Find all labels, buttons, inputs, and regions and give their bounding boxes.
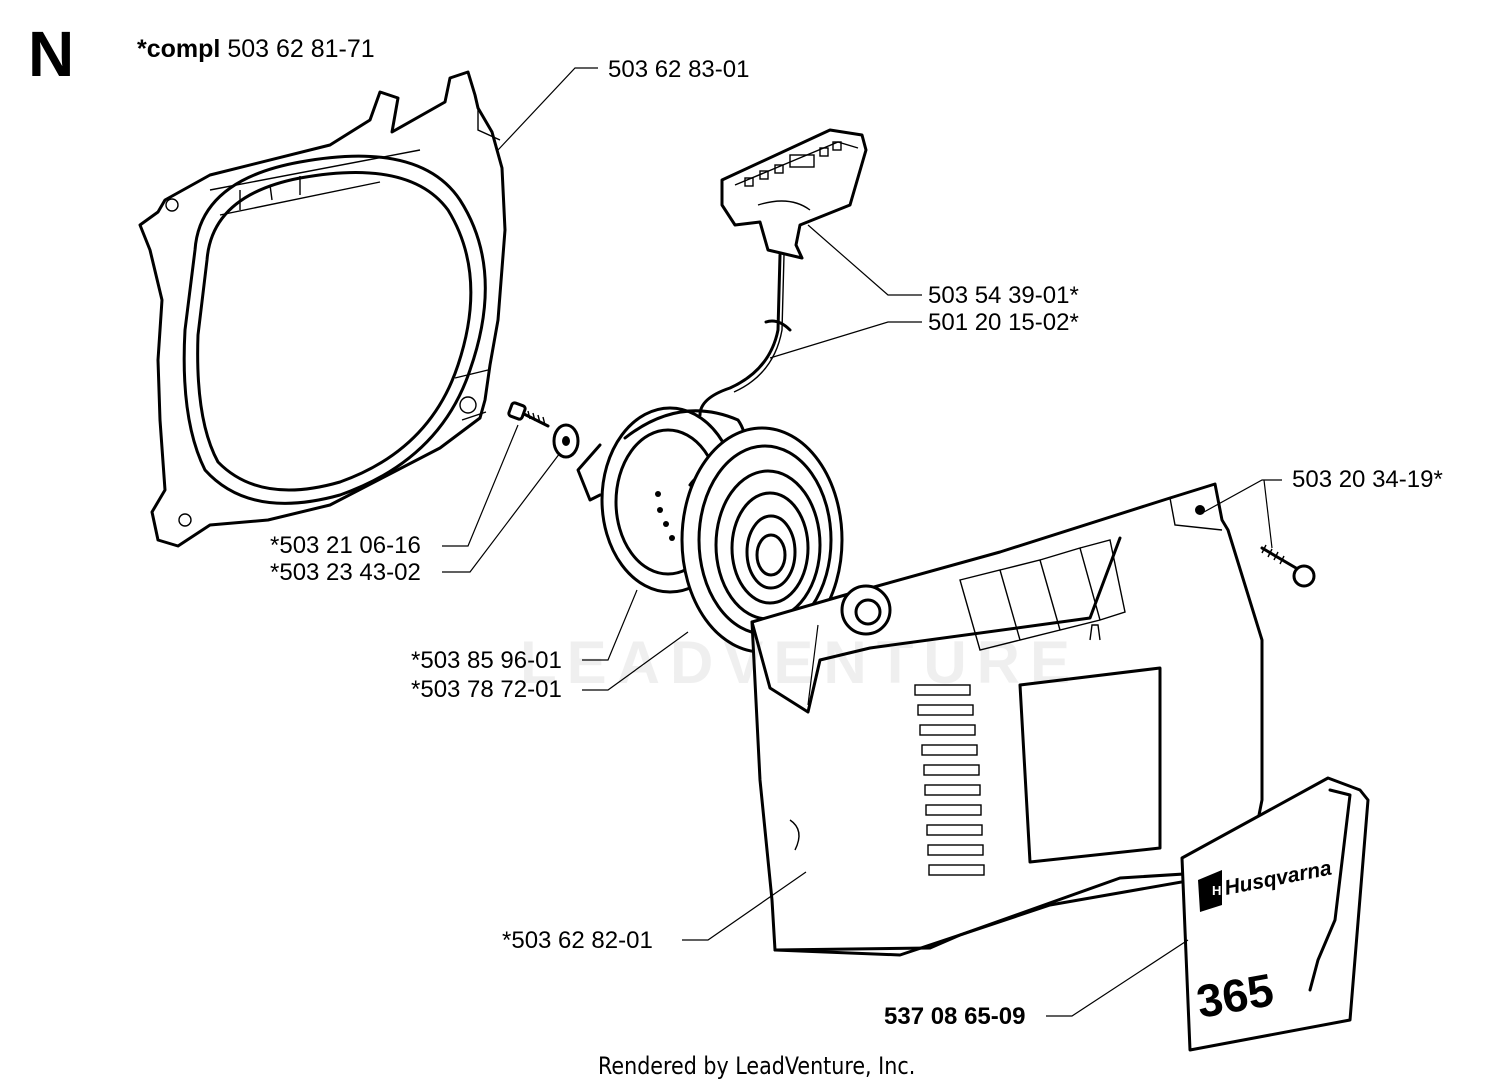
small-screw-part[interactable] <box>507 401 550 428</box>
label-fan-housing[interactable]: 503 62 83-01 <box>608 56 750 83</box>
section-letter: N <box>28 18 75 90</box>
leader-lines <box>442 67 1282 1017</box>
label-pulley[interactable]: *503 85 96-01 <box>411 647 562 674</box>
assembly-prefix: *compl <box>137 35 221 63</box>
washer-part[interactable] <box>552 423 580 459</box>
label-screw-small[interactable]: *503 21 06-16 <box>270 532 421 559</box>
assembly-number-value: 503 62 81-71 <box>227 35 375 63</box>
label-decal[interactable]: 537 08 65-09 <box>884 1003 1026 1030</box>
footer-credit: Rendered by LeadVenture, Inc. <box>598 1052 916 1080</box>
label-screw-bolt[interactable]: 503 20 34-19* <box>1292 466 1443 493</box>
decal-logo-h: H <box>1212 883 1221 898</box>
recoil-spring-part[interactable] <box>680 426 844 654</box>
label-washer[interactable]: *503 23 43-02 <box>270 559 421 586</box>
starter-cover-part[interactable] <box>750 482 1264 957</box>
assembly-number: *compl 503 62 81-71 <box>137 35 375 64</box>
starter-cord-part[interactable] <box>698 253 792 417</box>
watermark: LEADVENTURE <box>520 629 1081 696</box>
label-starter-cover[interactable]: *503 62 82-01 <box>502 927 653 954</box>
label-spring[interactable]: *503 78 72-01 <box>411 676 562 703</box>
fan-housing-part[interactable] <box>138 70 507 548</box>
label-handle[interactable]: 503 54 39-01* <box>928 282 1079 309</box>
label-cord[interactable]: 501 20 15-02* <box>928 309 1079 336</box>
decal-part[interactable]: H Husqvarna 365 <box>1180 776 1370 1052</box>
starter-handle-part[interactable] <box>720 128 868 260</box>
bolt-part[interactable] <box>1260 544 1316 588</box>
